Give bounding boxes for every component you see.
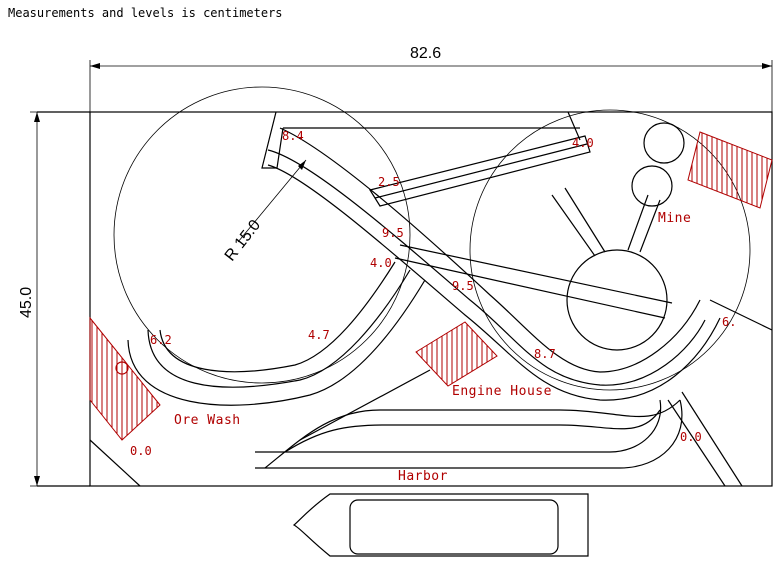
construction-circle-left xyxy=(113,86,411,384)
measurement-note: Measurements and levels is centimeters xyxy=(8,6,283,20)
level-marker: 0.0 xyxy=(130,444,152,458)
height-dimension: 45.0 xyxy=(18,111,90,487)
engine-house-label: Engine House xyxy=(452,384,552,399)
ore-wash-building xyxy=(89,316,161,441)
radius-indicator: R 15.0 xyxy=(222,159,307,265)
construction-circle-right xyxy=(469,109,751,391)
level-marker: 9.5 xyxy=(382,226,404,240)
width-dimension: 82.6 xyxy=(89,45,773,112)
radius-label: R 15.0 xyxy=(222,217,264,265)
upper-bridge-frame xyxy=(261,111,581,169)
level-marker: 4.7 xyxy=(308,328,330,342)
harbor-label: Harbor xyxy=(398,469,448,484)
ore-wash-marker xyxy=(115,361,129,375)
right-frame xyxy=(667,299,773,487)
level-marker: 8.4 xyxy=(282,129,304,143)
harbor-boat xyxy=(292,493,589,557)
level-marker: 8.7 xyxy=(534,347,556,361)
mine-silo-bottom xyxy=(631,165,673,207)
mine-label: Mine xyxy=(658,211,691,226)
mine-silo-top xyxy=(643,122,685,164)
ore-wash-label: Ore Wash xyxy=(174,413,241,428)
level-marker: 6.2 xyxy=(150,333,172,347)
level-marker: 4.0 xyxy=(572,136,594,150)
level-marker: 0.0 xyxy=(680,430,702,444)
engine-house-building xyxy=(415,321,498,387)
harbor-tracks xyxy=(255,369,683,469)
diagonal-main-track xyxy=(267,127,721,401)
mine-turntable xyxy=(551,122,685,351)
baseboard-outline xyxy=(89,111,773,487)
level-marker: 2.5 xyxy=(378,175,400,189)
left-loop-tracks xyxy=(127,261,426,406)
level-marker: 4.0 xyxy=(370,256,392,270)
upper-diagonal-spur xyxy=(394,244,673,319)
height-label: 45.0 xyxy=(18,287,35,318)
level-marker: 6. xyxy=(722,315,736,329)
level-marker: 9.5 xyxy=(452,279,474,293)
width-label: 82.6 xyxy=(410,45,441,62)
upper-siding xyxy=(369,135,591,207)
mine-building xyxy=(687,131,773,209)
